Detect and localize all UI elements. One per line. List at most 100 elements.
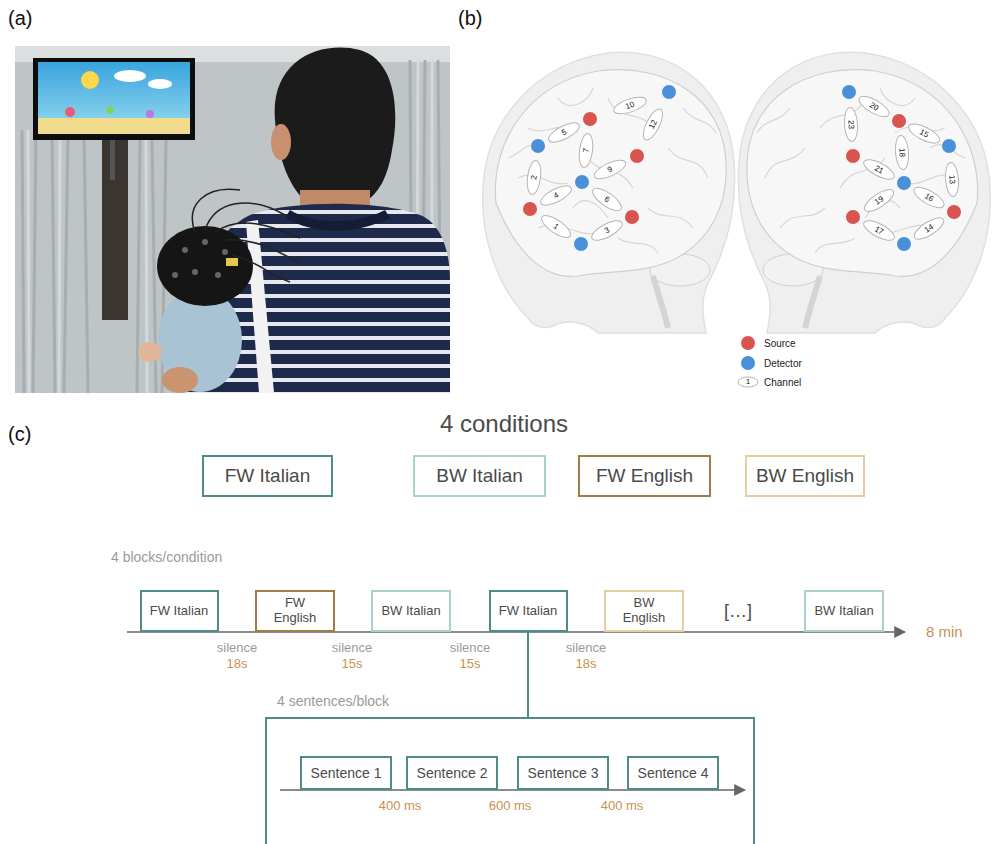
photo (162, 367, 198, 393)
legend-swatch (741, 336, 755, 350)
photo (192, 189, 300, 282)
channel-ellipse: 12 (638, 105, 668, 144)
channel-number: 1 (746, 377, 750, 386)
photo (15, 46, 450, 393)
condition-name: BW English (756, 465, 854, 487)
photo (106, 106, 114, 114)
channel-ellipse: 17 (859, 215, 898, 245)
source-dot (630, 149, 644, 163)
photo (215, 272, 221, 278)
photo (275, 48, 396, 205)
channel-ellipse: 2 (524, 159, 543, 197)
photo (38, 62, 190, 134)
duration-label: 8 min (926, 623, 963, 640)
zoom-heading: 4 sentences/block (277, 693, 389, 709)
detector-dot (662, 85, 676, 99)
channel-ellipse: 7 (576, 132, 595, 170)
legend-swatch (741, 356, 755, 370)
photo (38, 118, 190, 134)
photo (222, 249, 228, 255)
sentence-box: Sentence 2 (406, 756, 498, 790)
silence-label: silence (566, 641, 606, 656)
channel-ellipse: 16 (910, 182, 949, 213)
sentence-box: Sentence 4 (627, 756, 719, 790)
brain-left (483, 52, 735, 333)
legend-sample (737, 354, 759, 372)
legend-row: Source (737, 334, 796, 352)
block-zoom-box: 4 sentences/blockSentence 1Sentence 2Sen… (265, 717, 755, 844)
block-box: FW English (255, 590, 335, 632)
photo (192, 269, 198, 275)
source-dot (625, 210, 639, 224)
channel-number: 7 (576, 132, 595, 170)
sentence-name: Sentence 3 (528, 765, 599, 781)
channel-ellipse: 3 (587, 215, 626, 245)
legend-text: Channel (764, 377, 801, 388)
detector-dot (574, 237, 588, 251)
channel-number: 23 (842, 106, 859, 143)
detector-dot (942, 139, 956, 153)
legend-row: Detector (737, 354, 802, 372)
silence-label: silence (450, 641, 490, 656)
photo (138, 342, 162, 362)
block-box: FW Italian (489, 590, 568, 632)
channel-number: 2 (524, 159, 543, 197)
legend-swatch (738, 377, 758, 387)
channel-number: 10 (610, 93, 649, 119)
photo (65, 107, 75, 117)
channel-ellipse: 4 (537, 181, 576, 211)
block-name: BW Italian (381, 604, 440, 619)
source-dot (846, 210, 860, 224)
channel-number: 19 (859, 184, 897, 216)
channel-ellipse: 20 (855, 91, 894, 122)
condition-box: FW Italian (202, 455, 333, 497)
panel-letter: (b) (458, 7, 482, 30)
source-dot (523, 202, 537, 216)
block-name: FW Italian (150, 604, 209, 619)
channel-ellipse: 18 (893, 133, 911, 170)
silence-label: silence (217, 641, 257, 656)
detector-dot (897, 237, 911, 251)
detector-dot (575, 175, 589, 189)
channel-number: 16 (910, 182, 949, 213)
channel-ellipse: 15 (905, 119, 944, 149)
brain-right (738, 52, 990, 333)
zoom-connector (527, 632, 529, 717)
sentence-name: Sentence 4 (638, 765, 709, 781)
legend-sample (737, 334, 759, 352)
photo (102, 140, 128, 320)
channel-number: 12 (638, 105, 668, 144)
detector-dot (842, 85, 856, 99)
block-name: BW English (614, 596, 674, 626)
channel-number: 17 (859, 215, 898, 245)
source-dot (583, 112, 597, 126)
source-dot (846, 149, 860, 163)
channel-number: 13 (943, 160, 961, 197)
timeline-heading: 4 blocks/condition (111, 549, 222, 565)
ellipsis-mark: […] (724, 601, 752, 622)
condition-name: BW Italian (436, 465, 523, 487)
sentence-name: Sentence 2 (417, 765, 488, 781)
photo (110, 140, 115, 180)
condition-box: BW English (745, 455, 865, 497)
channel-ellipse: 21 (859, 154, 898, 184)
source-dot (947, 205, 961, 219)
channel-ellipse: 19 (859, 184, 897, 216)
photo (81, 71, 99, 89)
photo (114, 70, 146, 82)
duration-label: 600 ms (489, 799, 532, 814)
photo (15, 46, 450, 393)
condition-box: FW English (578, 455, 711, 497)
condition-name: FW English (596, 465, 693, 487)
channel-ellipse: 1 (536, 210, 574, 243)
section-heading: 4 conditions (440, 410, 568, 438)
channel-number: 6 (588, 183, 626, 216)
photo (202, 239, 208, 245)
channel-number: 15 (905, 119, 944, 149)
block-box: BW English (604, 590, 684, 632)
channel-number: 14 (910, 212, 948, 244)
legend-text: Source (764, 338, 796, 349)
photo (148, 79, 172, 89)
